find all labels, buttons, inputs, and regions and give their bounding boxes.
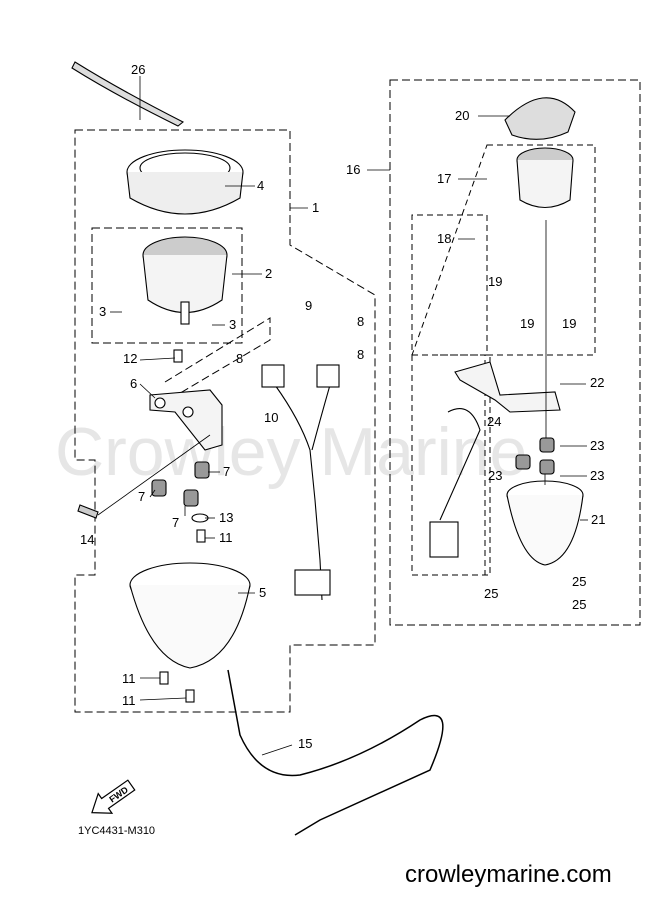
callout-11c: 11 [122,693,136,708]
meter-2 [142,236,228,325]
callout-23a: 23 [590,438,604,453]
grommet-23b [515,454,531,470]
callout-22: 22 [590,375,604,390]
boundary-assembly-16 [389,79,641,626]
callout-26: 26 [131,62,145,77]
callout-8b: 8 [236,351,243,366]
screw-11c [185,689,195,703]
parts-drawing [71,61,584,836]
callout-24: 24 [487,414,501,429]
callout-7b: 7 [138,489,145,504]
callout-7a: 7 [223,464,230,479]
callout-19b: 19 [520,316,534,331]
assembly-boundaries [74,79,641,713]
callout-11b: 11 [122,671,136,686]
callout-17: 17 [437,171,451,186]
callout-3b: 3 [229,317,236,332]
callout-25c: 25 [572,597,586,612]
meter-17 [516,147,574,209]
callout-15: 15 [298,736,312,751]
boundary-lower-group [440,354,486,575]
fwd-arrow-icon: FWD [91,779,136,814]
bracket-22 [454,361,561,413]
callout-16: 16 [346,162,360,177]
watermark-text: Crowley Marine [55,414,527,490]
boundary-meter-assembly-1 [74,129,376,713]
boundary-harness-group [411,354,491,576]
callout-8a: 8 [357,314,364,329]
callout-23b: 23 [488,468,502,483]
callout-12: 12 [123,351,137,366]
callout-19a: 19 [488,274,502,289]
callout-14: 14 [80,532,94,547]
grommet-23c [539,459,555,475]
housing-21 [506,480,584,566]
callout-21: 21 [591,512,605,527]
diagram-code: 1YC4431-M310 [78,825,155,837]
grommet-7c [183,489,199,507]
callout-10: 10 [264,410,278,425]
callout-8c: 8 [357,347,364,362]
screw-11b [159,671,169,685]
callout-4: 4 [257,178,264,193]
boundary-assembly-17 [411,144,596,356]
screw-11a [196,529,206,543]
grommet-23a [539,437,555,453]
strap-26 [71,61,185,127]
callout-20: 20 [455,108,469,123]
callout-1: 1 [312,200,319,215]
ring-4 [126,149,244,215]
callout-23c: 23 [590,468,604,483]
callout-11a: 11 [219,530,233,545]
boundary-meter-unit-2 [91,227,243,344]
leader-lines [110,76,588,756]
grommet-7b [151,479,167,497]
cable-15 [227,669,444,836]
screw-12 [173,349,183,363]
callout-18: 18 [437,231,451,246]
harness-24 [439,408,481,521]
callout-5: 5 [259,585,266,600]
site-url: crowleymarine.com [405,861,612,888]
boundary-bracket [164,317,271,403]
harness-10 [261,364,340,601]
callout-25b: 25 [484,586,498,601]
callout-7c: 7 [172,515,179,530]
bezel-20 [504,97,576,140]
grommet-7a [194,461,210,479]
callout-9: 9 [305,298,312,313]
bracket-6 [149,389,223,451]
callout-labels: 26 4 1 2 3 3 12 6 7 7 7 13 14 11 5 11 11… [80,62,605,751]
callout-19c: 19 [562,316,576,331]
callout-25a: 25 [572,574,586,589]
callout-2: 2 [265,266,272,281]
housing-5 [129,562,251,669]
callout-6: 6 [130,376,137,391]
bolt-14 [77,504,99,519]
callout-13: 13 [219,510,233,525]
callout-3a: 3 [99,304,106,319]
